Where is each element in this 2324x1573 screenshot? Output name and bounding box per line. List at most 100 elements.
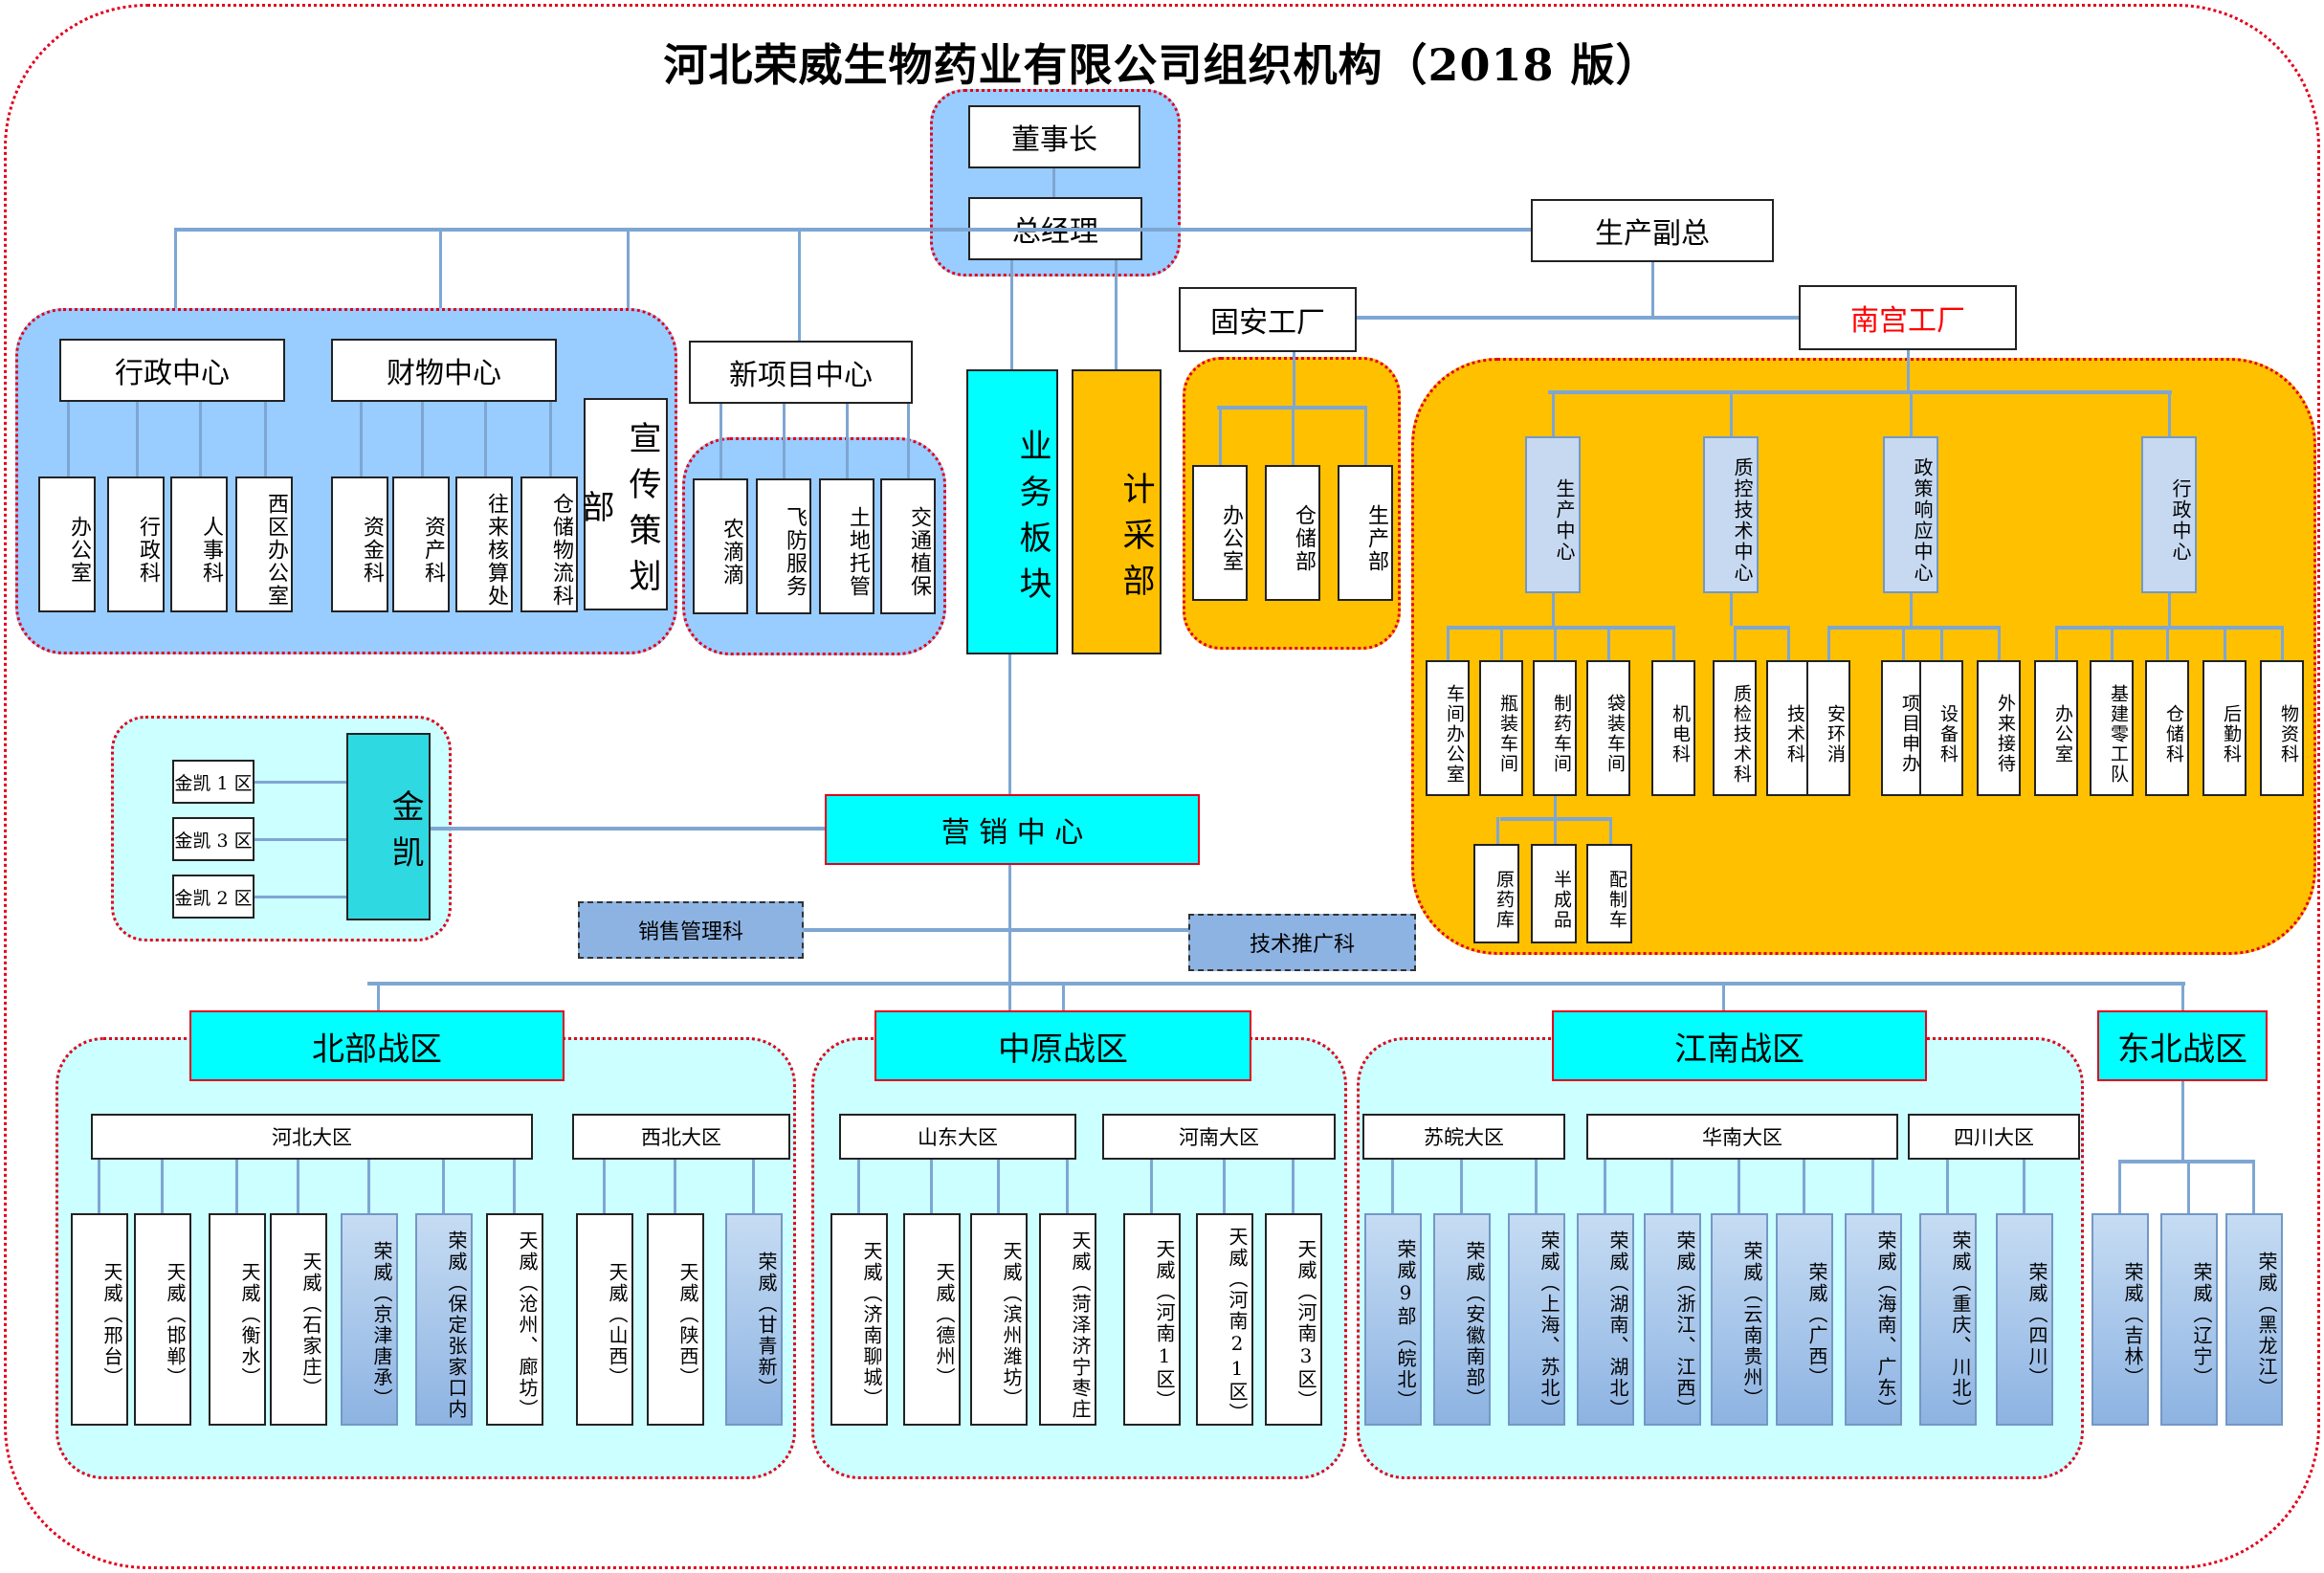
nangong-dept-box[interactable]: 瓶装车间 xyxy=(1479,660,1523,796)
guan-factory-box[interactable]: 固安工厂 xyxy=(1179,287,1357,352)
nangong-dept-box[interactable]: 安环消 xyxy=(1806,660,1850,796)
new-project-dept-box[interactable]: 飞防服务 xyxy=(756,478,811,614)
publicity-dept-box[interactable]: 宣传策划部 xyxy=(576,398,668,610)
nangong-dept-box[interactable]: 外来接待 xyxy=(1977,660,2021,796)
admin-center-box[interactable]: 行政中心 xyxy=(59,339,285,402)
nangong-center-box[interactable]: 质控技术中心 xyxy=(1703,436,1759,593)
admin-dept-box[interactable]: 人事科 xyxy=(170,476,228,612)
unit-box[interactable]: 荣威（海南、广东） xyxy=(1845,1213,1902,1426)
unit-box[interactable]: 荣威（安徽南部） xyxy=(1433,1213,1491,1426)
nangong-dept-box[interactable]: 基建零工队 xyxy=(2090,660,2134,796)
admin-dept-box[interactable]: 西区办公室 xyxy=(235,476,293,612)
unit-box[interactable]: 荣威9部（皖北） xyxy=(1364,1213,1422,1426)
unit-box[interactable]: 天威（河南1区） xyxy=(1123,1213,1181,1426)
unit-box[interactable]: 天威（石家庄） xyxy=(270,1213,327,1426)
finance-dept-box[interactable]: 资金科 xyxy=(331,476,388,612)
nangong-dept-box[interactable]: 后勤科 xyxy=(2202,660,2247,796)
unit-box[interactable]: 荣威（四川） xyxy=(1996,1213,2053,1426)
guan-dept-box[interactable]: 办公室 xyxy=(1192,465,1248,601)
unit-box[interactable]: 荣威（上海、苏北） xyxy=(1508,1213,1565,1426)
production-vp-box[interactable]: 生产副总 xyxy=(1531,199,1774,262)
unit-box[interactable]: 荣威（吉林） xyxy=(2092,1213,2149,1426)
connector xyxy=(1651,262,1654,316)
nangong-dept-box[interactable]: 设备科 xyxy=(1919,660,1963,796)
new-project-center-box[interactable]: 新项目中心 xyxy=(689,341,913,404)
pharma-sub-box[interactable]: 半成品 xyxy=(1531,844,1577,943)
unit-box[interactable]: 天威（济南聊城） xyxy=(830,1213,888,1426)
finance-dept-box[interactable]: 往来核算处 xyxy=(455,476,513,612)
finance-center-box[interactable]: 财物中心 xyxy=(331,339,557,402)
business-block-box[interactable]: 业务板块 xyxy=(966,369,1058,654)
unit-box[interactable]: 天威（河南21区） xyxy=(1196,1213,1253,1426)
region-header-box[interactable]: 江南战区 xyxy=(1552,1010,1927,1081)
area-box[interactable]: 苏皖大区 xyxy=(1362,1114,1565,1160)
nangong-dept-box[interactable]: 技术科 xyxy=(1766,660,1810,796)
jinkai-box[interactable]: 金凯 xyxy=(346,733,431,920)
area-box[interactable]: 河北大区 xyxy=(91,1114,533,1160)
tech-promo-box[interactable]: 技术推广科 xyxy=(1188,914,1416,971)
unit-box[interactable]: 荣威（广西） xyxy=(1776,1213,1833,1426)
admin-dept-box[interactable]: 办公室 xyxy=(38,476,96,612)
unit-box[interactable]: 荣威（浙江、江西） xyxy=(1644,1213,1701,1426)
area-box[interactable]: 四川大区 xyxy=(1908,1114,2080,1160)
new-project-dept-box[interactable]: 土地托管 xyxy=(819,478,874,614)
finance-dept-box[interactable]: 仓储物流科 xyxy=(520,476,578,612)
nangong-center-box[interactable]: 生产中心 xyxy=(1525,436,1581,593)
unit-box[interactable]: 天威（沧州、廊坊） xyxy=(486,1213,543,1426)
procurement-box[interactable]: 计采部 xyxy=(1072,369,1162,654)
unit-box[interactable]: 天威（滨州潍坊） xyxy=(970,1213,1028,1426)
unit-box[interactable]: 荣威（重庆、川北） xyxy=(1919,1213,1977,1426)
nangong-center-box[interactable]: 行政中心 xyxy=(2141,436,2197,593)
new-project-dept-box[interactable]: 农滴滴 xyxy=(693,478,748,614)
finance-dept-box[interactable]: 资产科 xyxy=(392,476,450,612)
region-header-box[interactable]: 中原战区 xyxy=(874,1010,1251,1081)
nangong-dept-box[interactable]: 物资科 xyxy=(2260,660,2304,796)
unit-box[interactable]: 天威（邢台） xyxy=(71,1213,128,1426)
unit-box[interactable]: 天威（山西） xyxy=(576,1213,633,1426)
nangong-dept-box[interactable]: 项目申办 xyxy=(1881,660,1925,796)
area-box[interactable]: 华南大区 xyxy=(1586,1114,1898,1160)
jinkai-zone-box[interactable]: 金凯 3 区 xyxy=(172,817,255,861)
unit-box[interactable]: 荣威（保定张家口内 xyxy=(415,1213,473,1426)
unit-box[interactable]: 荣威（京津唐承） xyxy=(341,1213,398,1426)
area-box[interactable]: 河南大区 xyxy=(1102,1114,1336,1160)
guan-dept-box[interactable]: 生产部 xyxy=(1338,465,1393,601)
chairman-box[interactable]: 董事长 xyxy=(968,105,1140,168)
unit-box[interactable]: 天威（德州） xyxy=(903,1213,961,1426)
pharma-sub-box[interactable]: 原药库 xyxy=(1473,844,1519,943)
marketing-center-box[interactable]: 营 销 中 心 xyxy=(825,794,1200,865)
area-box[interactable]: 山东大区 xyxy=(839,1114,1076,1160)
region-header-box[interactable]: 东北战区 xyxy=(2097,1010,2268,1081)
connector xyxy=(439,228,442,341)
nangong-dept-box[interactable]: 制药车间 xyxy=(1533,660,1577,796)
nangong-dept-box[interactable]: 机电科 xyxy=(1651,660,1695,796)
nangong-dept-box[interactable]: 袋装车间 xyxy=(1586,660,1630,796)
unit-box[interactable]: 荣威（云南贵州） xyxy=(1711,1213,1768,1426)
connector xyxy=(174,228,177,341)
sales-mgmt-box[interactable]: 销售管理科 xyxy=(578,901,804,959)
connector xyxy=(1447,626,1672,630)
new-project-dept-box[interactable]: 交通植保 xyxy=(880,478,936,614)
nangong-dept-box[interactable]: 车间办公室 xyxy=(1426,660,1470,796)
nangong-center-box[interactable]: 政策响应中心 xyxy=(1883,436,1938,593)
jinkai-zone-box[interactable]: 金凯 1 区 xyxy=(172,760,255,804)
jinkai-zone-box[interactable]: 金凯 2 区 xyxy=(172,875,255,919)
nangong-dept-box[interactable]: 质检技术科 xyxy=(1713,660,1757,796)
unit-box[interactable]: 天威（衡水） xyxy=(209,1213,266,1426)
unit-box[interactable]: 天威（邯郸） xyxy=(134,1213,191,1426)
unit-box[interactable]: 荣威（黑龙江） xyxy=(2225,1213,2283,1426)
nangong-dept-box[interactable]: 办公室 xyxy=(2034,660,2078,796)
unit-box[interactable]: 荣威（湖南、湖北） xyxy=(1577,1213,1634,1426)
region-header-box[interactable]: 北部战区 xyxy=(189,1010,564,1081)
pharma-sub-box[interactable]: 配制车 xyxy=(1586,844,1632,943)
unit-box[interactable]: 天威（陕西） xyxy=(647,1213,704,1426)
unit-box[interactable]: 荣威（甘青新） xyxy=(725,1213,783,1426)
area-box[interactable]: 西北大区 xyxy=(572,1114,790,1160)
guan-dept-box[interactable]: 仓储部 xyxy=(1265,465,1320,601)
admin-dept-box[interactable]: 行政科 xyxy=(107,476,165,612)
unit-box[interactable]: 荣威（辽宁） xyxy=(2160,1213,2218,1426)
unit-box[interactable]: 天威（菏泽济宁枣庄 xyxy=(1039,1213,1096,1426)
unit-box[interactable]: 天威（河南3区） xyxy=(1265,1213,1322,1426)
nangong-dept-box[interactable]: 仓储科 xyxy=(2145,660,2189,796)
nangong-factory-box[interactable]: 南宫工厂 xyxy=(1799,285,2017,350)
